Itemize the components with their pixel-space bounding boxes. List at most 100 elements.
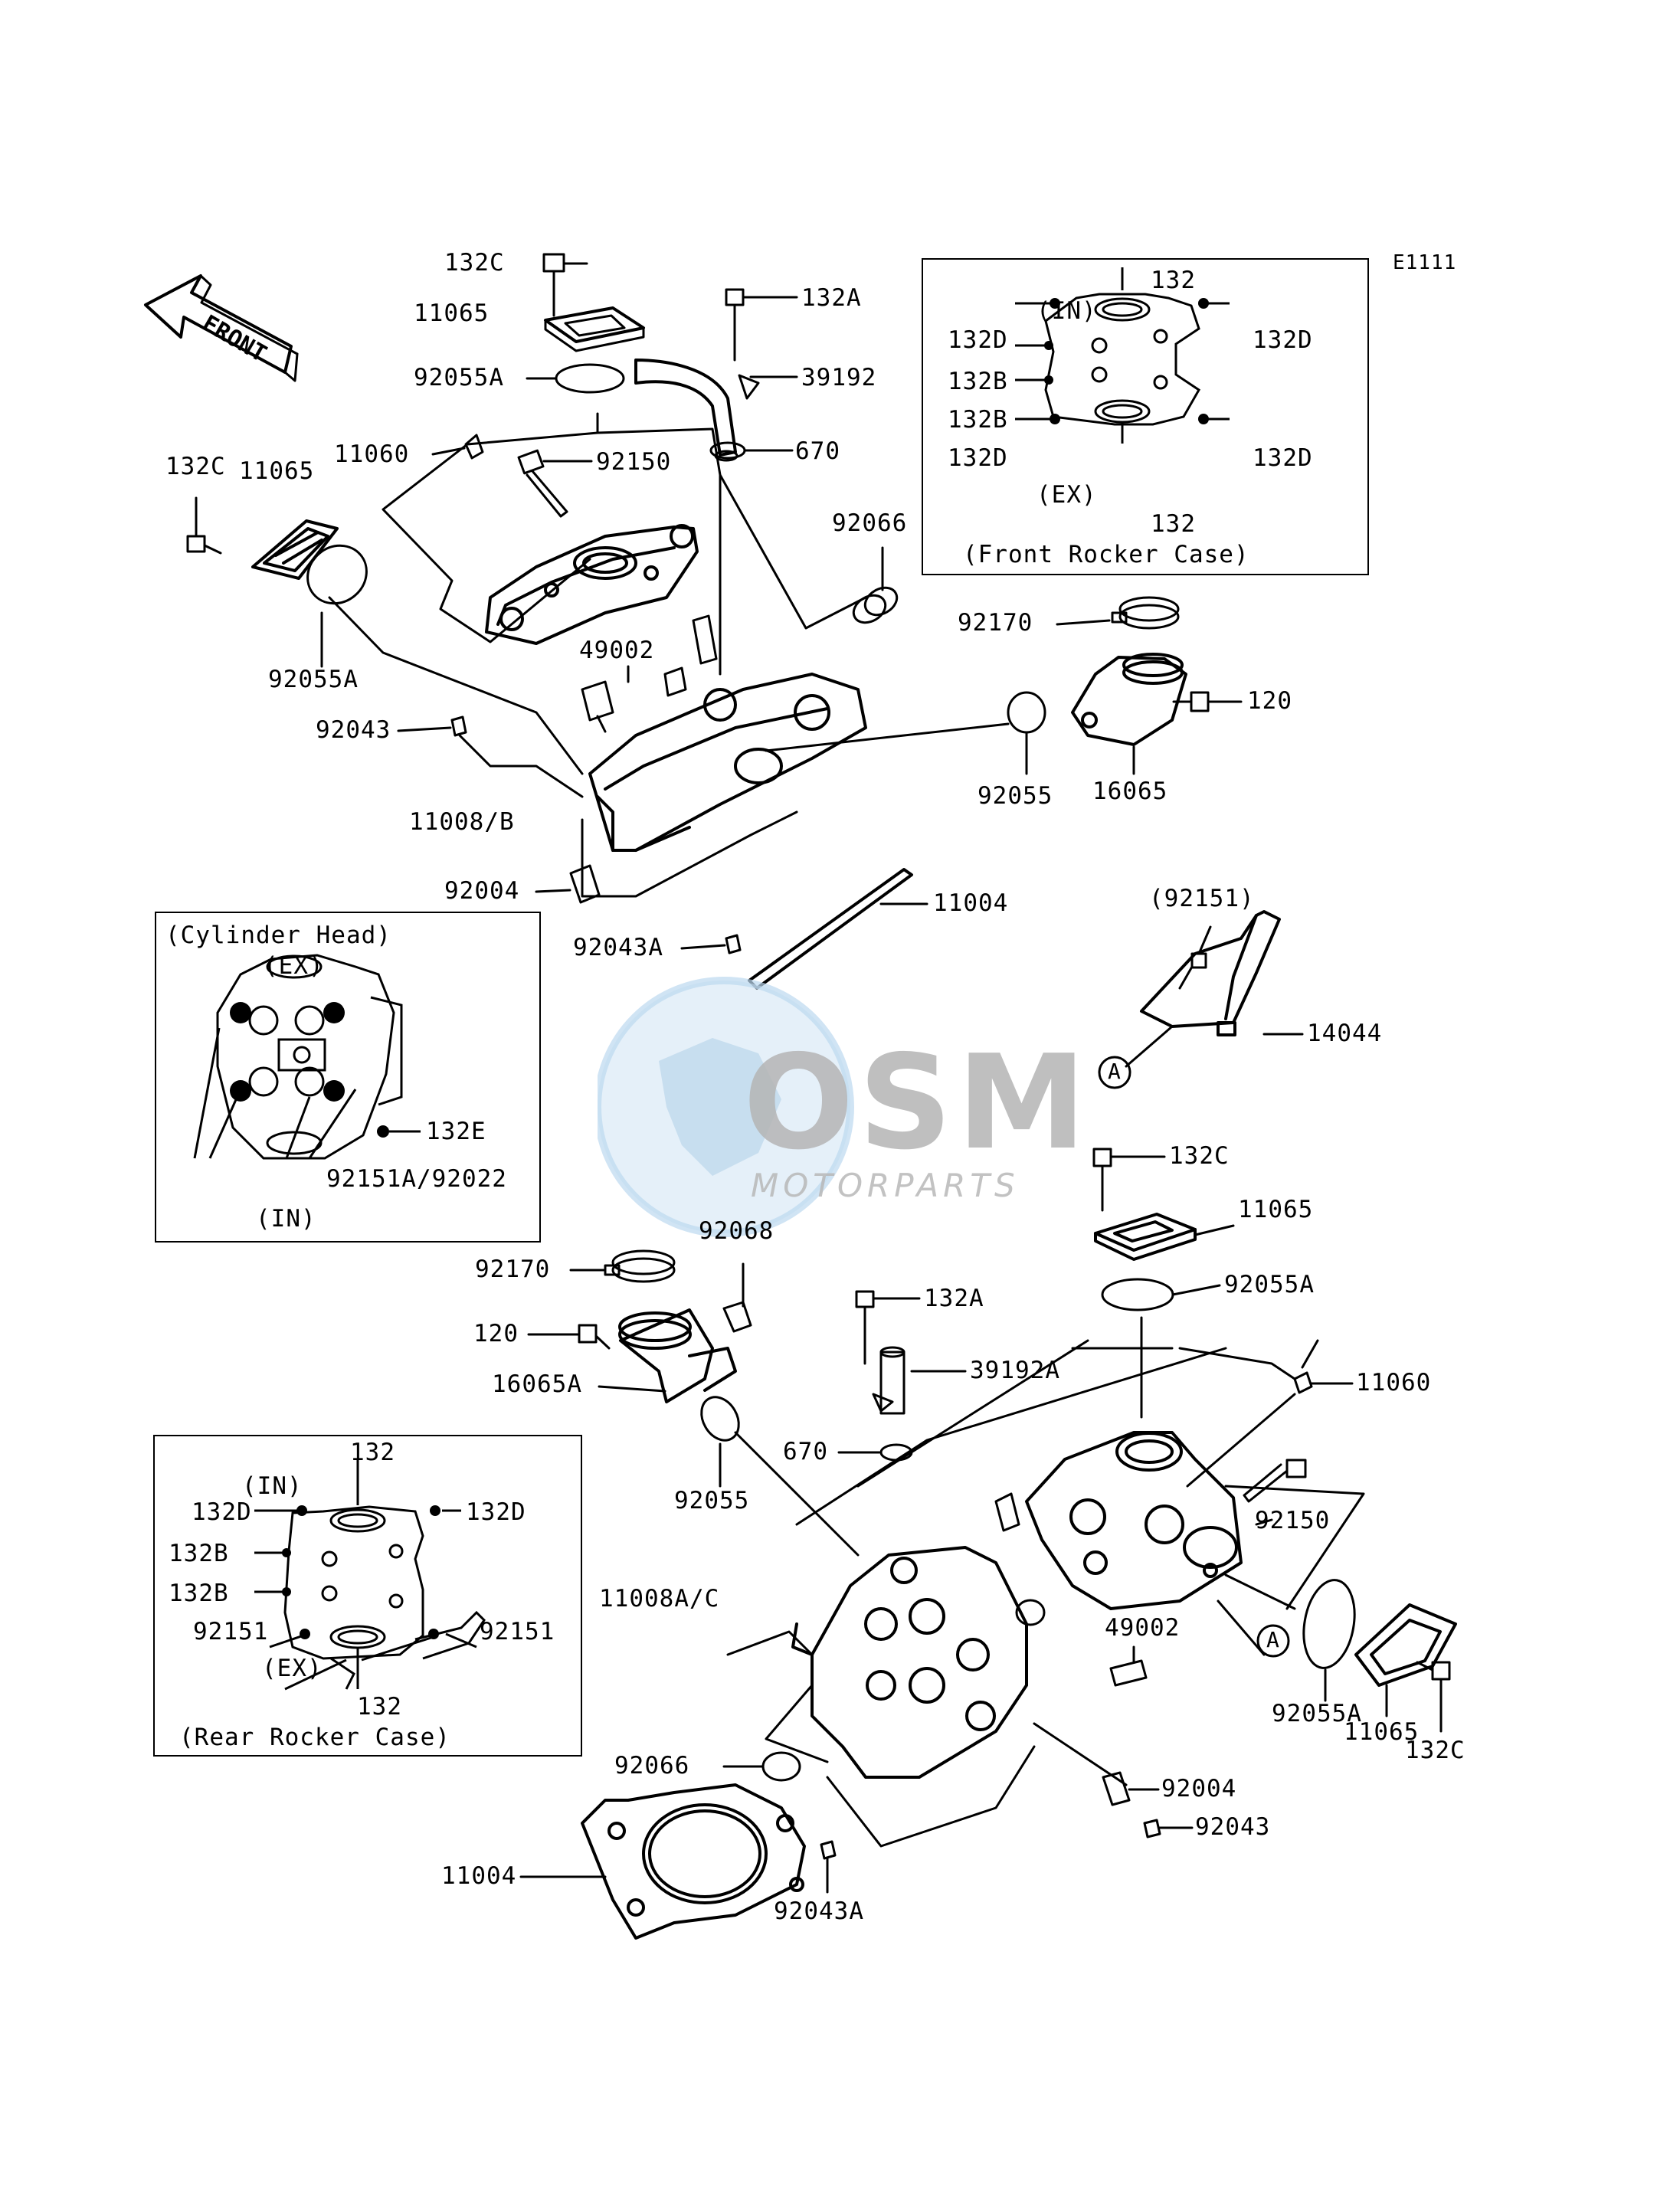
bolt-132c-right-icon [1092, 1148, 1166, 1212]
label-11008ac: 11008A/C [599, 1585, 720, 1613]
clamp-92170-mid-icon [604, 1249, 676, 1283]
front-case-132d-tr: 132D [1253, 326, 1313, 354]
bolt-132a-top-icon [725, 288, 798, 362]
seal-92066-mid-icon [761, 1751, 801, 1782]
cover-11065-right-icon [1094, 1213, 1197, 1261]
label-120-mid: 120 [473, 1320, 519, 1347]
pipe-39192a-icon [872, 1346, 905, 1415]
front-case-ex: (EX) [1036, 481, 1097, 509]
rear-case-132b-2: 132B [169, 1580, 229, 1607]
label-11004-bottom: 11004 [441, 1862, 517, 1890]
cyl-head-caption: (Cylinder Head) [165, 922, 391, 949]
label-120-top: 120 [1247, 687, 1292, 715]
stud-92004-top-icon [569, 864, 601, 904]
dowel-11060-right-icon [1293, 1371, 1313, 1394]
label-92151-paren: (92151) [1149, 885, 1255, 912]
label-11065-right: 11065 [1238, 1196, 1314, 1223]
cyl-head-ex: (EX) [264, 952, 324, 980]
label-92043-top: 92043 [316, 716, 391, 744]
inset-cylinder-head: (Cylinder Head) (EX) 132E 92151A/92022 (… [155, 912, 541, 1243]
bolt-132c-top-icon [542, 253, 588, 300]
front-rocker-case-detail-icon [1015, 267, 1230, 444]
cylinder-head-detail-icon [193, 954, 421, 1160]
clamp-92170-top-icon [1111, 596, 1180, 630]
watermark-tagline: MOTORPARTS [751, 1167, 1020, 1204]
bolt-92151-icon [1178, 952, 1207, 990]
front-case-132d-br: 132D [1253, 444, 1313, 472]
label-11065-left: 11065 [239, 457, 315, 485]
label-92055a-br: 92055A [1272, 1700, 1362, 1727]
label-92055-top: 92055 [978, 782, 1053, 810]
label-670-top: 670 [795, 437, 840, 465]
dowel-92043a-top-icon [725, 934, 742, 954]
label-92004-bottom: 92004 [1161, 1775, 1237, 1802]
dowel-92043a-bottom-icon [820, 1840, 837, 1860]
gasket-92055a-right-icon [1101, 1278, 1174, 1311]
rear-case-132d-l: 132D [192, 1498, 252, 1526]
cover-11065-top-icon [544, 297, 645, 352]
label-92055a-right: 92055A [1224, 1271, 1315, 1298]
label-39192a: 39192A [970, 1357, 1060, 1384]
bolt-132a-mid-icon [855, 1290, 921, 1365]
seal-92066-top-icon [852, 586, 899, 624]
callout-a-bottom: A [1266, 1627, 1280, 1652]
diagram-code: E1111 [1393, 251, 1457, 274]
globe-watermark-icon [598, 977, 854, 1237]
rear-case-in: (IN) [242, 1472, 303, 1500]
label-92004-top: 92004 [444, 877, 520, 905]
label-92055-mid: 92055 [674, 1487, 750, 1514]
label-11060-top: 11060 [334, 440, 410, 468]
label-92043a-top: 92043A [573, 934, 663, 961]
stud-92004-bottom-icon [1102, 1771, 1131, 1806]
guide-49002-mid-icon [1109, 1645, 1148, 1687]
label-132a-top: 132A [801, 284, 862, 312]
plug-92068-icon [722, 1262, 752, 1333]
rear-case-132b-1: 132B [169, 1540, 229, 1567]
label-92066-mid: 92066 [614, 1752, 690, 1780]
label-92043a-bottom: 92043A [774, 1897, 864, 1925]
label-132a-mid: 132A [924, 1285, 984, 1312]
label-39192: 39192 [801, 364, 877, 391]
cyl-head-in: (IN) [256, 1205, 316, 1233]
callout-a-top-icon [1098, 1056, 1131, 1089]
label-49002-mid: 49002 [1105, 1614, 1181, 1642]
label-49002-top: 49002 [579, 637, 655, 664]
cover-11065-br-icon [1354, 1603, 1457, 1687]
dowel-92043-top-icon [450, 715, 467, 737]
bolt-120-mid-icon [578, 1324, 611, 1350]
rear-case-ex: (EX) [262, 1655, 323, 1682]
rear-case-132d-r: 132D [466, 1498, 526, 1526]
label-11008b: 11008/B [409, 808, 515, 836]
intake-16065-top-icon [1071, 653, 1187, 746]
callout-a-top: A [1108, 1059, 1122, 1084]
guide-49002-top-icon [581, 614, 718, 733]
rear-rocker-case-icon [1025, 1431, 1243, 1610]
front-case-132d-tl: 132D [948, 326, 1008, 354]
front-rocker-case-icon [485, 524, 699, 645]
rear-case-132-top: 132 [350, 1439, 395, 1466]
label-92043-bottom: 92043 [1195, 1813, 1271, 1841]
watermark: OSM MOTORPARTS [598, 969, 1086, 1245]
dowel-11060-top-icon [464, 434, 484, 460]
inset-front-rocker-case: 132 (IN) 132D 132D 132B 132B 132D 132D (… [922, 258, 1369, 575]
bolt-132c-left-icon [186, 496, 222, 555]
o-ring-92055-mid-icon [700, 1396, 740, 1442]
front-case-caption: (Front Rocker Case) [963, 541, 1249, 568]
label-92150-right: 92150 [1255, 1507, 1331, 1534]
front-arrow-icon: FRONT [144, 274, 299, 382]
label-16065a: 16065A [492, 1370, 582, 1398]
label-92170-top: 92170 [958, 609, 1033, 637]
dowel-92043-bottom-icon [1143, 1819, 1161, 1838]
valve-guide-49002-mid-icon [994, 1492, 1020, 1532]
label-92055a-top: 92055A [414, 364, 504, 391]
cyl-head-132e: 132E [426, 1118, 486, 1145]
cover-11065-left-icon [251, 519, 339, 580]
label-92055a-left: 92055A [268, 666, 359, 693]
rear-case-132-bottom: 132 [357, 1693, 402, 1721]
rear-rocker-case-detail-icon [254, 1459, 486, 1691]
front-arrow-label: FRONT [198, 310, 271, 368]
label-11065-br: 11065 [1344, 1718, 1420, 1746]
label-11065-top: 11065 [414, 300, 490, 327]
rear-case-caption: (Rear Rocker Case) [179, 1724, 450, 1751]
